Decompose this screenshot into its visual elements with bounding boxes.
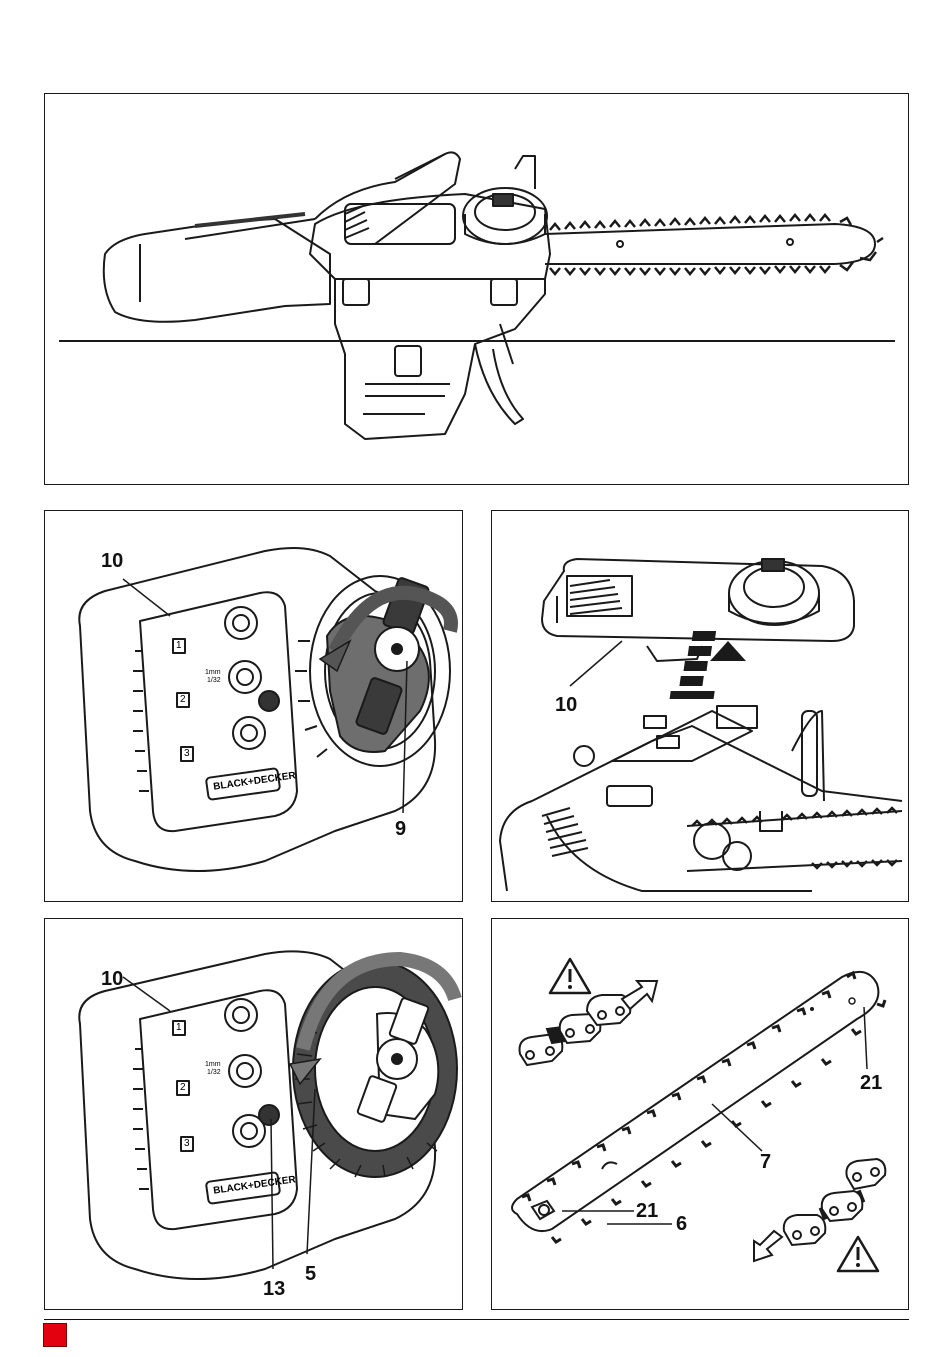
callout-10: 10	[101, 551, 123, 571]
warning-icon	[838, 1237, 878, 1271]
step-label-2: 2	[180, 1082, 186, 1093]
callout-5: 5	[305, 1264, 316, 1284]
depth-label-2: 1/32	[207, 677, 221, 684]
figure-d-panel: 10 13 5 1 2 3 1mm 1/32 BLACK+DECKER	[44, 918, 463, 1310]
warning-icon	[550, 959, 590, 993]
callout-7: 7	[760, 1152, 771, 1172]
figure-c-panel: 10	[491, 510, 909, 902]
callout-21-bottom: 21	[636, 1201, 658, 1221]
figure-a-panel	[44, 93, 909, 485]
depth-label: 1mm	[205, 669, 221, 676]
step-label-3: 3	[184, 1138, 190, 1149]
callout-21-top: 21	[860, 1073, 882, 1093]
step-label-3: 3	[184, 748, 190, 759]
chainsaw-side-view-illustration	[45, 94, 910, 486]
callout-6: 6	[676, 1214, 687, 1234]
callout-10: 10	[101, 969, 123, 989]
figure-e-panel: 21 7 21 6	[491, 918, 909, 1310]
chain-bar-illustration	[492, 919, 910, 1311]
page-marker-square	[43, 1323, 67, 1347]
callout-13: 13	[263, 1279, 285, 1299]
callout-9: 9	[395, 819, 406, 839]
step-label-2: 2	[180, 694, 186, 705]
step-label-1: 1	[176, 640, 182, 651]
depth-label: 1mm	[205, 1061, 221, 1068]
footer-rule	[44, 1319, 909, 1320]
figure-b-panel: 10 9 1 2 3 1mm 1/32 BLACK+DECKER	[44, 510, 463, 902]
depth-label-2: 1/32	[207, 1069, 221, 1076]
callout-10: 10	[555, 695, 577, 715]
step-label-1: 1	[176, 1022, 182, 1033]
